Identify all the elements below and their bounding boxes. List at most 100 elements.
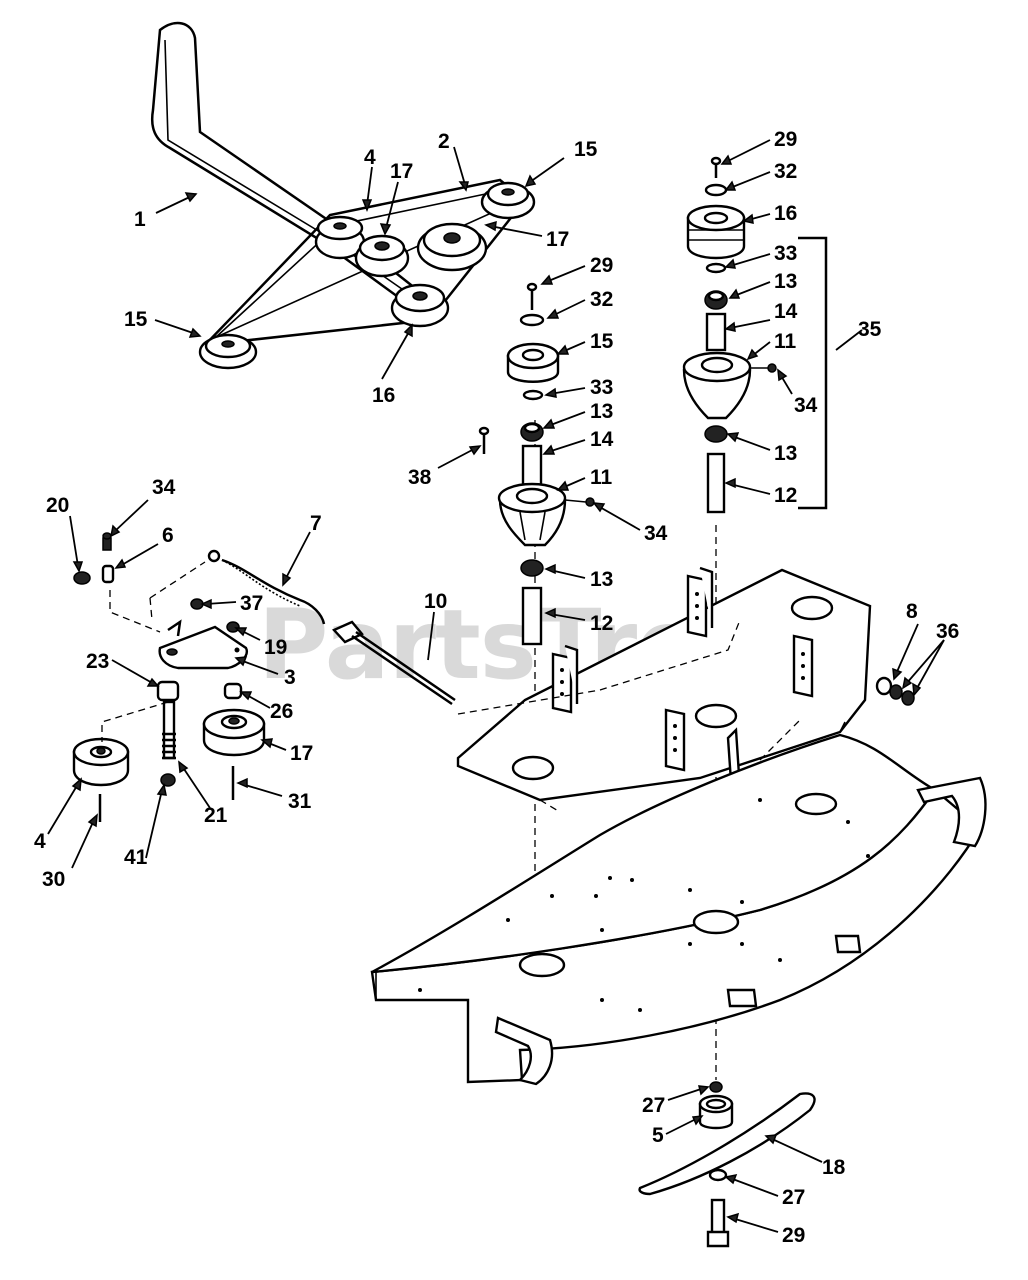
nut-41 (160, 773, 176, 787)
spacer-14-center (521, 444, 543, 490)
idler-arm-tab (167, 619, 182, 637)
callout-23: 23 (86, 650, 109, 673)
callout-41: 41 (124, 846, 148, 869)
pulley-17-right-belt (416, 222, 488, 272)
nut-36b (901, 690, 915, 706)
bearing-13-right-bottom (704, 425, 728, 443)
stud-21 (162, 700, 176, 760)
deck-handle-left (494, 1016, 554, 1086)
pulley-17-idler (202, 708, 266, 757)
callout-11-right: 11 (774, 330, 797, 353)
nut-19 (226, 621, 240, 633)
callout-38: 38 (408, 466, 432, 489)
callout-34-left: 34 (152, 476, 176, 499)
callout-34-center: 34 (644, 522, 668, 545)
callout-17-belt-right: 17 (546, 228, 569, 251)
callout-30: 30 (42, 868, 65, 891)
callout-29-right: 29 (774, 128, 797, 151)
washer-27-bottom (708, 1168, 728, 1182)
pulley-4-idler (72, 737, 130, 787)
belt-assembly (151, 21, 536, 370)
bearing-13-center-bottom (520, 559, 544, 577)
callout-13-right-bottom: 13 (774, 442, 797, 465)
callout-4-idler: 4 (34, 830, 46, 853)
fitting-34-left (102, 532, 112, 551)
bearing-13-right-top (704, 290, 728, 310)
spindle-housing-11-center (497, 482, 567, 547)
callout-13-right-top: 13 (774, 270, 797, 293)
callout-29-blade: 29 (782, 1224, 805, 1247)
callout-1: 1 (134, 208, 146, 231)
callout-11-center: 11 (590, 466, 613, 489)
callout-14-right: 14 (774, 300, 798, 323)
pulley-15-center (506, 342, 560, 383)
washer-27-top (709, 1081, 723, 1093)
deck-handle-right (916, 776, 987, 848)
callout-27-bottom: 27 (782, 1186, 805, 1209)
callout-12-right: 12 (774, 484, 797, 507)
right-spindle-assembly (682, 156, 828, 1080)
bushing-6 (101, 564, 115, 584)
nut-36a (889, 684, 903, 700)
pulley-15-left (198, 333, 258, 370)
callout-15-center: 15 (590, 330, 614, 353)
leader-lines (47, 139, 945, 1233)
callout-35: 35 (858, 318, 882, 341)
callout-8: 8 (906, 600, 918, 623)
callout-19: 19 (264, 636, 287, 659)
grease-fitting-34-right (767, 363, 777, 373)
callout-26: 26 (270, 700, 293, 723)
washer-32-center (519, 313, 545, 327)
callout-31: 31 (288, 790, 312, 813)
shaft-12-center (521, 586, 543, 646)
callout-4-belt: 4 (364, 146, 376, 169)
callout-17-idler: 17 (290, 742, 313, 765)
callout-37: 37 (240, 592, 263, 615)
washer-32-right (704, 183, 728, 197)
blade-assembly (638, 1081, 816, 1248)
callout-14-center: 14 (590, 428, 614, 451)
blade-18 (638, 1092, 816, 1196)
callout-29-center: 29 (590, 254, 613, 277)
pulley-15-right (480, 181, 536, 220)
callout-16-belt: 16 (372, 384, 395, 407)
callout-12-center: 12 (590, 612, 613, 635)
callout-36: 36 (936, 620, 959, 643)
callout-33-right: 33 (774, 242, 797, 265)
deck-rivets (418, 798, 870, 1012)
callout-5: 5 (652, 1124, 664, 1147)
callout-6: 6 (162, 524, 174, 547)
bolt-29-blade (706, 1198, 730, 1248)
callout-17-belt-left: 17 (390, 160, 413, 183)
callout-2: 2 (438, 130, 450, 153)
callout-13-center-bottom: 13 (590, 568, 613, 591)
callout-7: 7 (310, 512, 322, 535)
callout-16-right: 16 (774, 202, 797, 225)
hardware-8-36 (875, 676, 915, 706)
callout-15-belt-left: 15 (124, 308, 148, 331)
callout-33-center: 33 (590, 376, 613, 399)
center-spindle-assembly (478, 282, 595, 940)
callout-27-top: 27 (642, 1094, 665, 1117)
callout-21: 21 (204, 804, 228, 827)
callout-32-center: 32 (590, 288, 613, 311)
nut-20 (73, 571, 91, 585)
adapter-5 (698, 1094, 734, 1130)
mower-deck (370, 566, 987, 1086)
bracket-35 (798, 236, 828, 510)
grease-fitting-34-center (585, 497, 595, 507)
washer-33-right (705, 262, 727, 274)
callout-3: 3 (284, 666, 296, 689)
callout-18: 18 (822, 1156, 846, 1179)
deck-top-plate (456, 568, 872, 802)
spindle-housing-11-right (682, 351, 752, 420)
spacer-23 (156, 680, 180, 702)
washer-8 (875, 676, 893, 696)
pulley-16-belt (390, 283, 450, 328)
washer-33-center (522, 389, 544, 401)
callout-34-right: 34 (794, 394, 818, 417)
spring-7 (221, 558, 326, 625)
callout-15-belt-right: 15 (574, 138, 598, 161)
pulley-4-belt (314, 215, 366, 260)
